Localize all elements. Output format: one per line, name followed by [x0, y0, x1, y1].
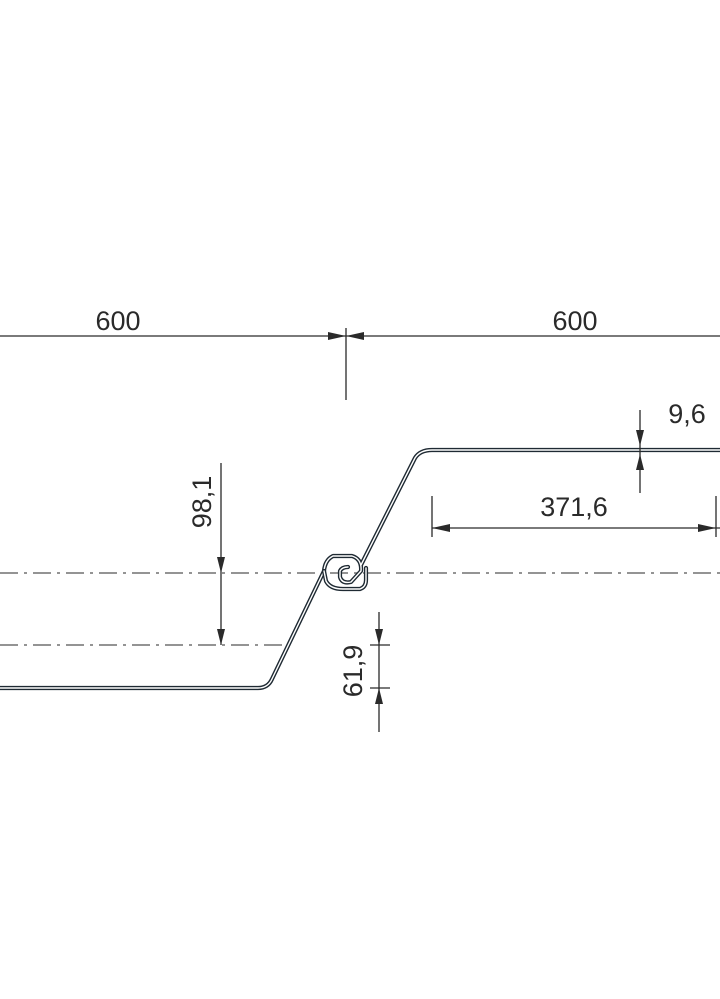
width-arrow-left	[328, 332, 346, 340]
dimension-height-lower: 61,9	[338, 612, 390, 732]
height-lower-arrow-top	[375, 629, 383, 645]
height-upper-arrow-bottom	[217, 629, 225, 645]
width-right-label: 600	[552, 306, 597, 336]
dimension-flange-width: 371,6	[431, 492, 720, 537]
profile-inner-highlight	[0, 449, 720, 689]
flange-width-label: 371,6	[540, 492, 608, 522]
height-lower-arrow-bottom	[375, 688, 383, 704]
thickness-arrow-bottom	[636, 454, 644, 470]
thickness-label: 9,6	[668, 399, 706, 429]
flange-width-arrow-left	[432, 524, 450, 532]
height-upper-arrow-top	[217, 557, 225, 573]
dimension-height-upper: 98,1	[187, 463, 225, 645]
dimension-width-top: 600 600	[0, 306, 720, 400]
dimension-flange-thickness: 9,6	[636, 399, 706, 493]
thickness-arrow-top	[636, 430, 644, 446]
flange-width-arrow-right	[698, 524, 716, 532]
width-arrow-right	[346, 332, 364, 340]
interlock-hook-inner	[323, 567, 367, 590]
sheet-pile-profile	[0, 447, 720, 691]
height-upper-label: 98,1	[187, 476, 217, 529]
width-left-label: 600	[95, 306, 140, 336]
height-lower-label: 61,9	[338, 645, 368, 698]
